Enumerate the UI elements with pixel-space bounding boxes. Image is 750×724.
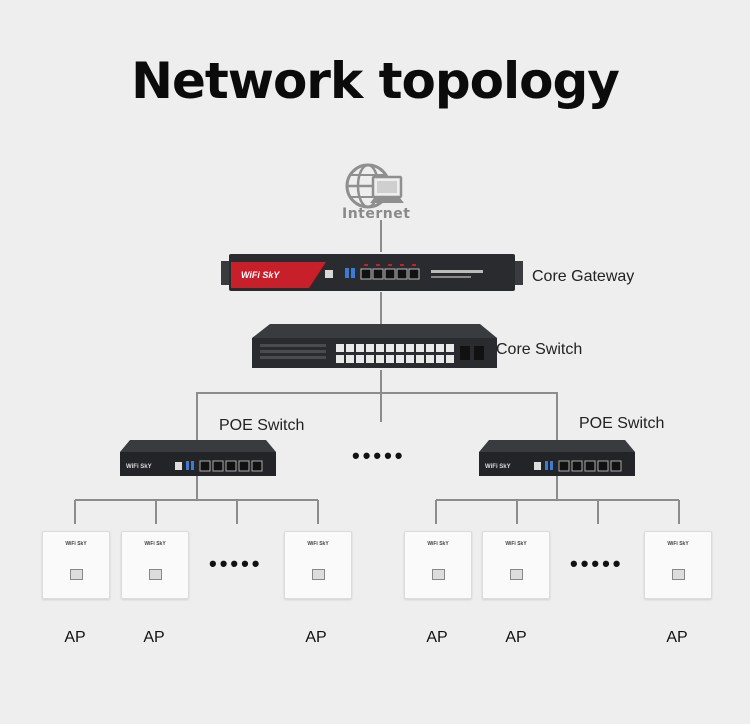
ap-label: AP xyxy=(666,629,688,646)
access-point: WiFi SkY xyxy=(482,531,550,599)
ap-brand: WiFi SkY xyxy=(505,541,527,547)
access-point: WiFi SkY xyxy=(644,531,712,599)
link-switch-poe xyxy=(196,392,558,442)
ethernet-port-icon xyxy=(312,569,325,580)
access-point: WiFi SkY xyxy=(404,531,472,599)
svg-text:WiFi SkY: WiFi SkY xyxy=(485,464,511,470)
ap-brand: WiFi SkY xyxy=(144,541,166,547)
core-gateway-device: WiFi SkY xyxy=(221,254,523,291)
access-point: WiFi SkY xyxy=(284,531,352,599)
ethernet-port-icon xyxy=(149,569,162,580)
ellipsis-right: ••••• xyxy=(570,551,624,576)
poe-switch-right-device: WiFi SkY xyxy=(479,440,635,476)
core-switch-device xyxy=(252,324,497,368)
internet-label: Internet xyxy=(342,206,411,222)
page-title: Network topology xyxy=(131,52,620,110)
ap-brand: WiFi SkY xyxy=(65,541,87,547)
ellipsis-center: ••••• xyxy=(352,443,406,468)
ethernet-port-icon xyxy=(510,569,523,580)
ap-brand: WiFi SkY xyxy=(667,541,689,547)
poe-switch-left-label: POE Switch xyxy=(219,417,305,434)
ap-brand: WiFi SkY xyxy=(307,541,329,547)
svg-text:WiFi SkY: WiFi SkY xyxy=(126,464,152,470)
ap-label: AP xyxy=(426,629,448,646)
poe-switch-right-label: POE Switch xyxy=(579,415,665,432)
ap-label: AP xyxy=(143,629,165,646)
access-point: WiFi SkY xyxy=(121,531,189,599)
ethernet-port-icon xyxy=(672,569,685,580)
ap-brand: WiFi SkY xyxy=(427,541,449,547)
ap-label: AP xyxy=(305,629,327,646)
ap-label: AP xyxy=(505,629,527,646)
svg-text:WiFi SkY: WiFi SkY xyxy=(241,270,280,280)
globe-computer-icon xyxy=(345,163,404,209)
access-point: WiFi SkY xyxy=(42,531,110,599)
core-gateway-label: Core Gateway xyxy=(532,268,635,285)
ellipsis-left: ••••• xyxy=(209,551,263,576)
ap-label: AP xyxy=(64,629,86,646)
ethernet-port-icon xyxy=(432,569,445,580)
poe-switch-left-device: WiFi SkY xyxy=(120,440,276,476)
ethernet-port-icon xyxy=(70,569,83,580)
core-switch-label: Core Switch xyxy=(496,341,583,358)
